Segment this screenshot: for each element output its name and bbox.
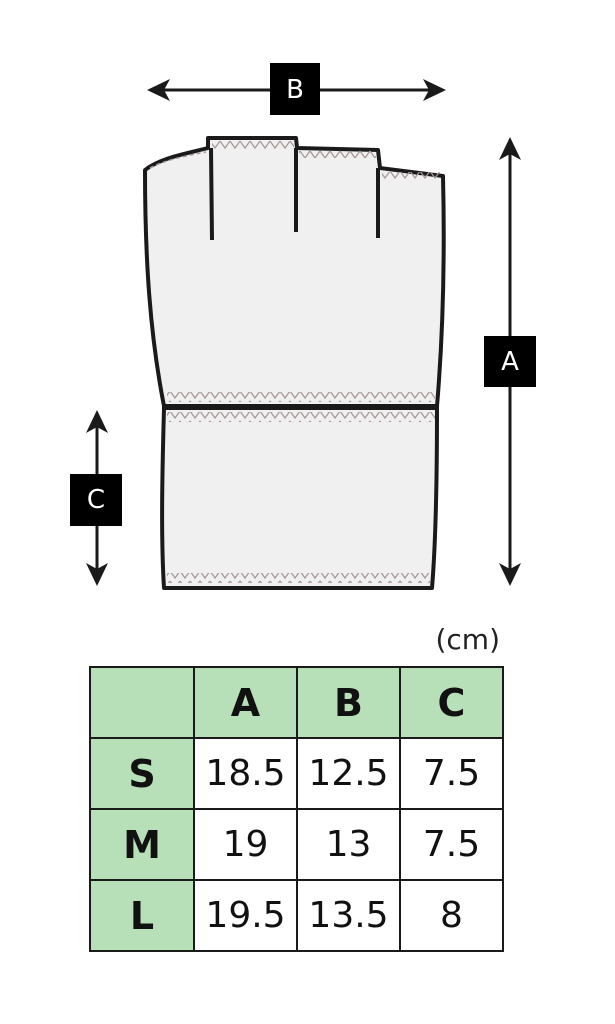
unit-label: (cm)	[435, 623, 500, 656]
header-corner	[89, 666, 195, 739]
dimension-b: B	[147, 63, 446, 115]
glove-diagram: B A C	[70, 63, 536, 590]
cell-b: 12.5	[296, 737, 401, 810]
header-a: A	[193, 666, 298, 739]
cell-c: 7.5	[399, 808, 504, 881]
header-c: C	[399, 666, 504, 739]
arrow-right-icon	[423, 79, 446, 101]
arrow-up-icon	[499, 137, 521, 160]
finger-stitch	[382, 172, 440, 180]
table-row: S 18.5 12.5 7.5	[89, 737, 504, 810]
cell-c: 7.5	[399, 737, 504, 810]
cuff-top-stitch	[167, 412, 435, 422]
dimension-b-box	[270, 63, 320, 115]
size-label: L	[89, 879, 195, 952]
finger-slit	[209, 147, 214, 241]
table-row: L 19.5 13.5 8	[89, 879, 504, 952]
cell-c: 8	[399, 879, 504, 952]
size-table: A B C S 18.5 12.5 7.5 M 19 13 7.5 L 19.5…	[89, 666, 504, 952]
header-b: B	[296, 666, 401, 739]
dimension-c-box	[70, 474, 122, 526]
finger-stitch	[299, 150, 376, 158]
arrow-down-icon	[86, 563, 108, 586]
dimension-c-label: C	[87, 485, 105, 515]
glove-upper-body	[143, 136, 446, 408]
table-header-row: A B C	[89, 666, 504, 739]
dimension-a-label: A	[501, 347, 519, 377]
dimension-a: A	[484, 137, 536, 586]
cell-b: 13	[296, 808, 401, 881]
glove-cuff	[160, 406, 439, 590]
size-label: S	[89, 737, 195, 810]
finger-stitch	[212, 141, 294, 149]
cell-b: 13.5	[296, 879, 401, 952]
cell-a: 18.5	[193, 737, 298, 810]
dimension-c: C	[70, 410, 122, 586]
table-row: M 19 13 7.5	[89, 808, 504, 881]
arrow-left-icon	[147, 79, 170, 101]
cell-a: 19	[193, 808, 298, 881]
dimension-a-box	[484, 336, 536, 387]
band-stitch	[167, 392, 435, 402]
arrow-up-icon	[86, 410, 108, 433]
cuff-bottom-stitch	[167, 573, 430, 583]
arrow-down-icon	[499, 563, 521, 586]
cell-a: 19.5	[193, 879, 298, 952]
dimension-b-label: B	[286, 75, 304, 105]
size-label: M	[89, 808, 195, 881]
